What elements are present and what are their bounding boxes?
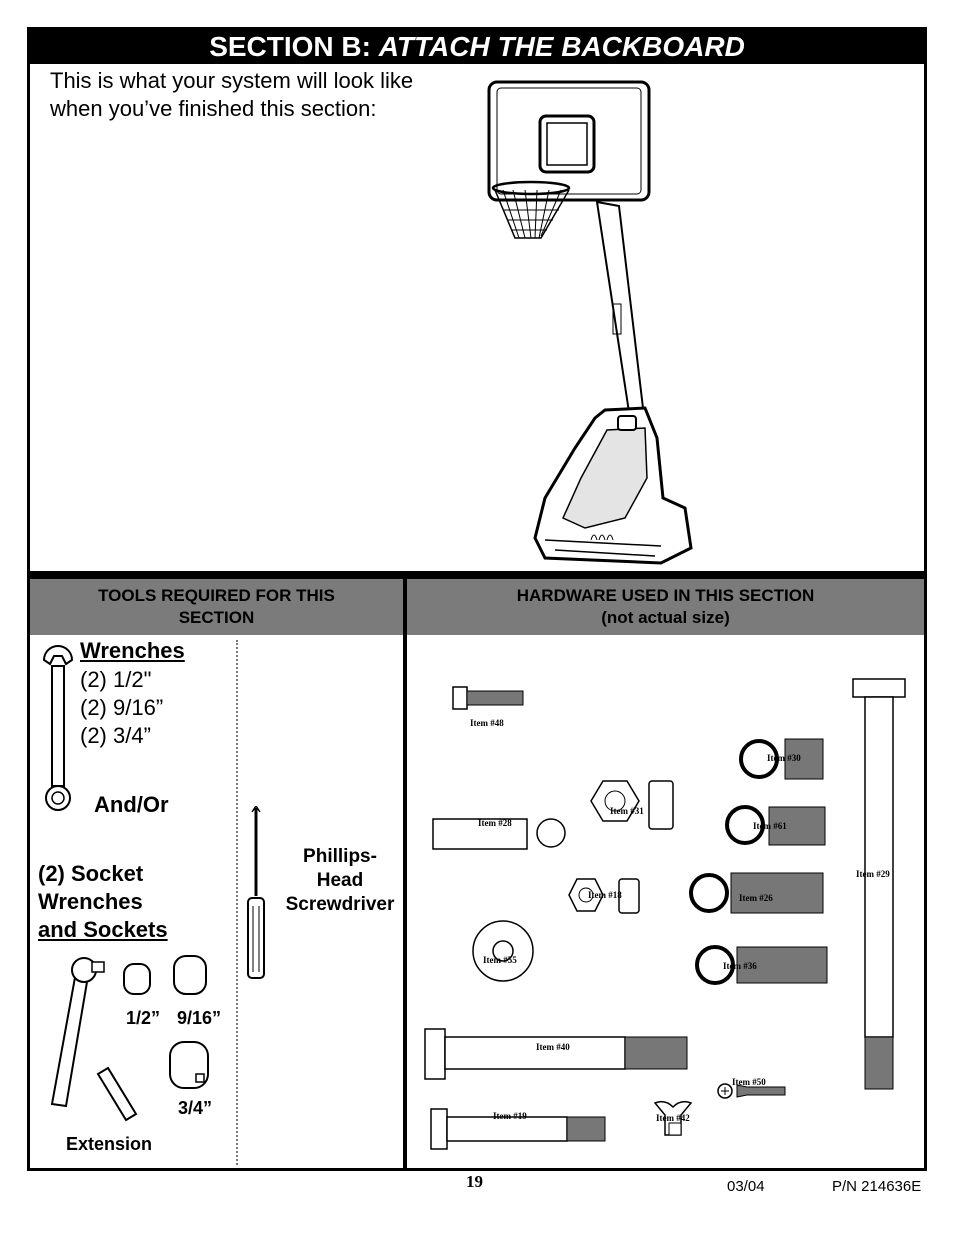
socket-size-nine-sixteenths: 9/16”	[177, 1008, 222, 1028]
item-36-label: Item #36	[723, 961, 757, 971]
socket-line-1: (2) Socket	[38, 861, 144, 886]
item-18-label: Item #18	[588, 890, 622, 900]
footer-part-number: P/N 214636E	[832, 1178, 922, 1195]
item-50-screw-icon	[717, 1083, 786, 1099]
extension-label: Extension	[66, 1134, 153, 1154]
item-50-label: Item #50	[732, 1077, 766, 1087]
item-36-spacer-icon	[695, 945, 828, 985]
wrench-size-nine-sixteenths: (2) 9/16”	[80, 695, 164, 720]
tools-heading-line-2: SECTION	[178, 608, 255, 627]
screwdriver-icon	[247, 806, 265, 979]
combination-wrench-icon	[42, 645, 74, 811]
item-28-label: Item #28	[478, 818, 512, 828]
screwdriver-line-1: Phillips-	[303, 846, 377, 867]
item-26-spacer-icon	[689, 872, 824, 914]
wrench-sizes: (2) 1/2" (2) 9/16” (2) 3/4”	[80, 666, 163, 750]
socket-line-3: and Sockets	[38, 917, 168, 942]
item-40-label: Item #40	[536, 1042, 570, 1052]
item-30-spacer-icon	[739, 738, 824, 780]
item-19-label: Item #19	[493, 1111, 527, 1121]
basketball-system-illustration	[487, 80, 693, 565]
item-30-label: Item #30	[767, 753, 801, 763]
tools-heading-line-1: TOOLS REQUIRED FOR THIS	[98, 586, 335, 605]
and-or-label: And/Or	[94, 792, 169, 817]
column-divider	[403, 579, 407, 1168]
item-29-label: Item #29	[856, 869, 890, 879]
screwdriver-line-3: Screwdriver	[285, 894, 395, 915]
socket-size-half: 1/2”	[126, 1008, 161, 1028]
tools-heading: TOOLS REQUIRED FOR THIS SECTION	[30, 579, 403, 635]
item-40-bolt-icon	[424, 1028, 688, 1080]
intro-line-2: when you’ve finished this section:	[50, 96, 377, 121]
section-title: SECTION B: ATTACH THE BACKBOARD	[30, 30, 924, 64]
page-frame: SECTION B: ATTACH THE BACKBOARD This is …	[27, 27, 927, 1171]
section-prefix: SECTION B:	[209, 31, 379, 62]
intro-line-1: This is what your system will look like	[50, 68, 414, 93]
socket-set-illustration	[50, 955, 209, 1122]
hardware-illustrations	[424, 678, 906, 1150]
item-48-bolt-icon	[452, 686, 524, 710]
screwdriver-label: Phillips- Head Screwdriver	[276, 845, 404, 917]
item-26-label: Item #26	[739, 893, 773, 903]
item-18-nut-icon	[568, 878, 640, 914]
item-28-spacer-icon	[432, 818, 566, 850]
footer-date: 03/04	[727, 1178, 765, 1195]
socket-size-three-quarters: 3/4”	[178, 1098, 213, 1118]
hardware-heading: HARDWARE USED IN THIS SECTION (not actua…	[407, 579, 924, 635]
page-number: 19	[466, 1172, 483, 1191]
section-divider	[30, 571, 924, 579]
item-31-nut-icon	[590, 780, 674, 830]
item-42-clip-icon	[653, 1100, 693, 1136]
screwdriver-line-2: Head	[316, 870, 364, 891]
tools-dotted-divider	[236, 640, 238, 1165]
hardware-heading-line-2: (not actual size)	[601, 608, 730, 627]
intro-text: This is what your system will look like …	[50, 67, 470, 123]
wrench-size-three-quarters: (2) 3/4”	[80, 723, 151, 748]
item-55-washer-icon	[472, 920, 534, 982]
item-31-label: Item #31	[610, 806, 644, 816]
item-61-spacer-icon	[725, 805, 826, 846]
socket-line-2: Wrenches	[38, 889, 143, 914]
wrenches-title: Wrenches	[80, 638, 185, 663]
item-48-label: Item #48	[470, 718, 504, 728]
item-29-long-bolt-icon	[852, 678, 906, 1090]
item-19-bolt-icon	[430, 1108, 606, 1150]
hardware-heading-line-1: HARDWARE USED IN THIS SECTION	[516, 586, 815, 605]
section-title-text: ATTACH THE BACKBOARD	[378, 31, 745, 62]
wrench-size-half: (2) 1/2"	[80, 667, 152, 692]
item-42-label: Item #42	[656, 1113, 690, 1123]
socket-wrenches-label: (2) Socket Wrenches and Sockets	[38, 860, 168, 944]
item-55-label: Item #55	[483, 955, 517, 965]
item-61-label: Item #61	[753, 821, 787, 831]
